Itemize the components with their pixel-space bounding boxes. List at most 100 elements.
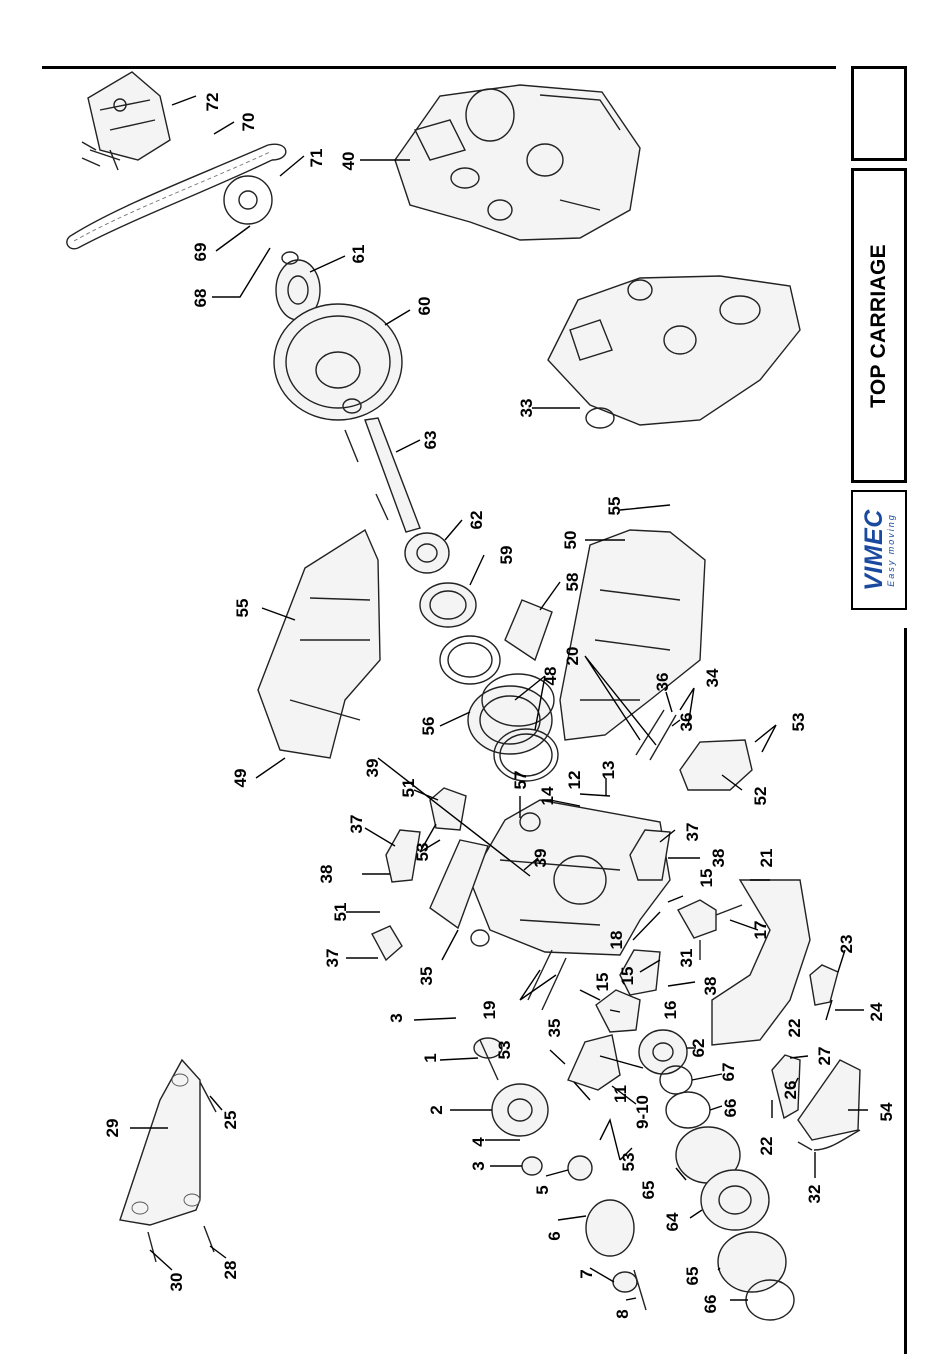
- callout-label: 4: [469, 1137, 488, 1147]
- shaft-63: [345, 418, 420, 532]
- callout-label: 28: [221, 1261, 240, 1280]
- callout-label: 15: [593, 973, 612, 992]
- sleeve-5: [568, 1156, 592, 1180]
- callout-label: 1: [421, 1053, 440, 1062]
- callout-label: 40: [339, 152, 358, 171]
- callout-label: 36: [677, 713, 696, 732]
- callout-label: 66: [701, 1295, 720, 1314]
- callout-label: 14: [538, 786, 557, 805]
- callout-label: 19: [480, 1001, 499, 1020]
- callout-label: 24: [867, 1002, 886, 1021]
- callout-label: 8: [613, 1309, 632, 1318]
- callout-label: 20: [563, 647, 582, 666]
- callout-label: 31: [677, 949, 696, 968]
- callout-label: 55: [233, 599, 252, 618]
- bracket-11: [568, 1035, 620, 1090]
- callout-label: 32: [805, 1185, 824, 1204]
- callout-label: 69: [191, 243, 210, 262]
- carriage-33: [548, 276, 800, 428]
- callout-label: 51: [331, 903, 350, 922]
- callout-label: 3: [387, 1013, 406, 1022]
- callout-label: 39: [363, 759, 382, 778]
- callout-label: 62: [467, 511, 486, 530]
- bolt-30: [148, 1232, 156, 1262]
- callout-label: 61: [349, 245, 368, 264]
- cup-65-lower: [718, 1232, 786, 1292]
- callout-label: 37: [683, 823, 702, 842]
- callout-label: 66: [721, 1099, 740, 1118]
- plate-58: [505, 600, 552, 660]
- callout-label: 51: [399, 779, 418, 798]
- callout-label: 53: [619, 1153, 638, 1172]
- roller-6: [586, 1200, 634, 1256]
- callout-label: 22: [757, 1137, 776, 1156]
- motor-bracket-72: [82, 72, 170, 170]
- callout-label: 25: [221, 1111, 240, 1130]
- callout-label: 13: [599, 761, 618, 780]
- callout-label: 68: [191, 289, 210, 308]
- callout-label: 11: [611, 1085, 630, 1103]
- pin-25: [200, 1082, 216, 1112]
- carriage-40: [395, 85, 640, 240]
- callout-label: 15: [697, 869, 716, 888]
- callout-label: 6: [545, 1231, 564, 1240]
- callout-label: 71: [307, 149, 326, 168]
- callout-label: 22: [785, 1019, 804, 1038]
- callout-label: 37: [347, 815, 366, 834]
- callout-label: 65: [639, 1181, 658, 1200]
- callout-label: 3: [469, 1161, 488, 1170]
- callout-label: 53: [413, 843, 432, 862]
- ring-gear-56: [440, 636, 500, 684]
- callout-label: 33: [517, 399, 536, 418]
- clip-51-bottom: [372, 926, 402, 960]
- callout-label: 38: [709, 849, 728, 868]
- callout-label: 37: [323, 949, 342, 968]
- callout-label: 5: [533, 1185, 552, 1194]
- callout-label: 38: [317, 865, 336, 884]
- callout-label: 72: [203, 93, 222, 112]
- callout-label: 53: [789, 713, 808, 732]
- callout-label: 64: [663, 1212, 682, 1231]
- callout-label: 36: [653, 673, 672, 692]
- ring-66-upper: [666, 1092, 710, 1128]
- rod-20: [636, 710, 676, 760]
- callout-label: 60: [415, 297, 434, 316]
- bracket-52-top: [680, 740, 752, 790]
- callout-label: 34: [703, 668, 722, 687]
- cover-49: [258, 530, 380, 758]
- callout-label: 52: [751, 787, 770, 806]
- callout-label: 63: [421, 431, 440, 450]
- callout-label: 29: [103, 1119, 122, 1138]
- callout-label: 38: [701, 977, 720, 996]
- callout-label: 67: [719, 1063, 738, 1082]
- callout-label: 7: [577, 1269, 596, 1278]
- callout-label: 53: [495, 1041, 514, 1060]
- plate-29: [120, 1060, 200, 1225]
- callout-label: 39: [531, 849, 550, 868]
- callout-label: 35: [545, 1019, 564, 1038]
- callout-label: 26: [781, 1081, 800, 1100]
- callout-label: 48: [541, 667, 560, 686]
- callout-label: 12: [565, 771, 584, 790]
- callout-label: 57: [511, 771, 530, 790]
- callout-label: 2: [427, 1105, 446, 1114]
- ring-59: [420, 583, 476, 627]
- base-50: [560, 530, 705, 740]
- callout-label: 50: [561, 531, 580, 550]
- callout-label: 21: [757, 849, 776, 868]
- callout-label: 58: [563, 573, 582, 592]
- callout-label: 17: [751, 921, 770, 940]
- callout-label: 35: [417, 967, 436, 986]
- callout-label: 59: [497, 546, 516, 565]
- gear-60: [274, 304, 402, 420]
- gear-64: [701, 1170, 769, 1230]
- bolt-8: [634, 1270, 646, 1310]
- callout-label: 56: [419, 717, 438, 736]
- callout-label: 65: [683, 1267, 702, 1286]
- callout-label: 62: [689, 1039, 708, 1058]
- callout-label: 49: [231, 769, 250, 788]
- bearing-62-lower: [639, 1030, 687, 1074]
- callout-label: 9-10: [633, 1095, 652, 1129]
